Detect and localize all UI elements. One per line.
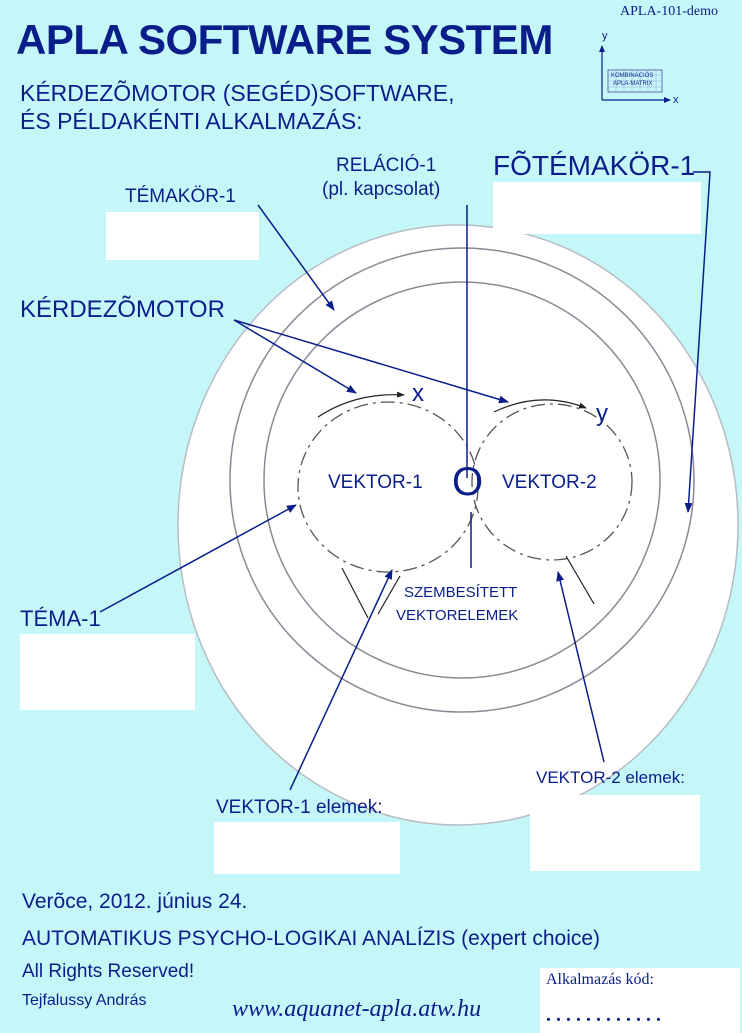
document-code: APLA-101-demo bbox=[620, 4, 718, 19]
vektor2-circle bbox=[471, 403, 633, 561]
tema-arrow bbox=[99, 504, 297, 613]
temakor-circle bbox=[229, 247, 695, 713]
vektor1-element-tick bbox=[377, 575, 401, 615]
kerdezomotor-label: KÉRDEZÕMOTOR bbox=[20, 296, 225, 323]
application-code-box[interactable] bbox=[540, 968, 740, 1033]
vektor2-rotation-arc bbox=[493, 399, 587, 413]
x-axis-label: x bbox=[412, 380, 424, 407]
application-code-label: Alkalmazás kód: bbox=[546, 971, 654, 988]
matrix-axis-y-label: y bbox=[602, 30, 608, 42]
author-name: Tejfalussy András bbox=[22, 992, 147, 1009]
vektor2-label: VEKTOR-2 bbox=[502, 472, 597, 493]
relacio-label: RELÁCIÓ-1 bbox=[336, 155, 437, 176]
vektor2-elemek-arrow bbox=[556, 571, 605, 763]
fotemakor-arrow bbox=[684, 171, 711, 513]
rights-notice: All Rights Reserved! bbox=[22, 961, 195, 982]
place-date: Verõce, 2012. június 24. bbox=[22, 890, 248, 913]
kerdezomotor-arrow-y bbox=[233, 319, 509, 404]
fotemakor-label: FÕTÉMAKÖR-1 bbox=[493, 150, 696, 181]
vektor2-elemek-input-box[interactable] bbox=[530, 795, 700, 871]
szembesitett-label-1: SZEMBESÍTETT bbox=[404, 584, 518, 601]
vektor1-label: VEKTOR-1 bbox=[328, 472, 423, 493]
fotemakor-disc bbox=[177, 224, 739, 826]
kerdezomotor-circle bbox=[263, 281, 661, 679]
temakor-arrow bbox=[257, 204, 335, 311]
apla-matrix-icon bbox=[599, 45, 671, 103]
szembesitett-label-2: VEKTORELEMEK bbox=[396, 607, 519, 624]
vektor1-elemek-label: VEKTOR-1 elemek: bbox=[216, 797, 383, 818]
temakor-label: TÉMAKÖR-1 bbox=[125, 186, 236, 207]
subtitle-line-1: KÉRDEZÕMOTOR (SEGÉD)SOFTWARE, bbox=[20, 80, 455, 106]
vektor2-element-tick bbox=[565, 555, 595, 605]
kerdezomotor-arrow-x bbox=[233, 319, 357, 394]
matrix-label-2: APLA-MATRIX bbox=[613, 81, 653, 87]
tema-input-box[interactable] bbox=[20, 634, 195, 710]
application-code-dots: . . . . . . . . . . . . bbox=[546, 1004, 661, 1026]
relacio-note: (pl. kapcsolat) bbox=[322, 179, 441, 200]
vektor1-rotation-arc bbox=[317, 391, 405, 418]
analysis-title: AUTOMATIKUS PSYCHO-LOGIKAI ANALÍZIS (exp… bbox=[22, 927, 601, 950]
vektor2-elemek-label: VEKTOR-2 elemek: bbox=[536, 768, 685, 787]
vektor1-elemek-arrow bbox=[289, 569, 393, 791]
vektor1-element-tick bbox=[341, 567, 369, 619]
temakor-input-box[interactable] bbox=[106, 212, 259, 260]
fotemakor-input-box[interactable] bbox=[493, 182, 701, 234]
tema-label: TÉMA-1 bbox=[20, 606, 101, 631]
page-title: APLA SOFTWARE SYSTEM bbox=[16, 16, 553, 63]
website-link[interactable]: www.aquanet-apla.atw.hu bbox=[232, 996, 482, 1022]
vektor1-elemek-input-box[interactable] bbox=[214, 822, 400, 874]
matrix-axis-x-label: x bbox=[673, 94, 679, 106]
matrix-label-1: KOMBINÁCIÓS bbox=[611, 73, 654, 79]
o-symbol: O bbox=[452, 460, 484, 504]
subtitle-line-2: ÉS PÉLDAKÉNTI ALKALMAZÁS: bbox=[20, 108, 363, 134]
y-axis-label: y bbox=[596, 400, 608, 427]
